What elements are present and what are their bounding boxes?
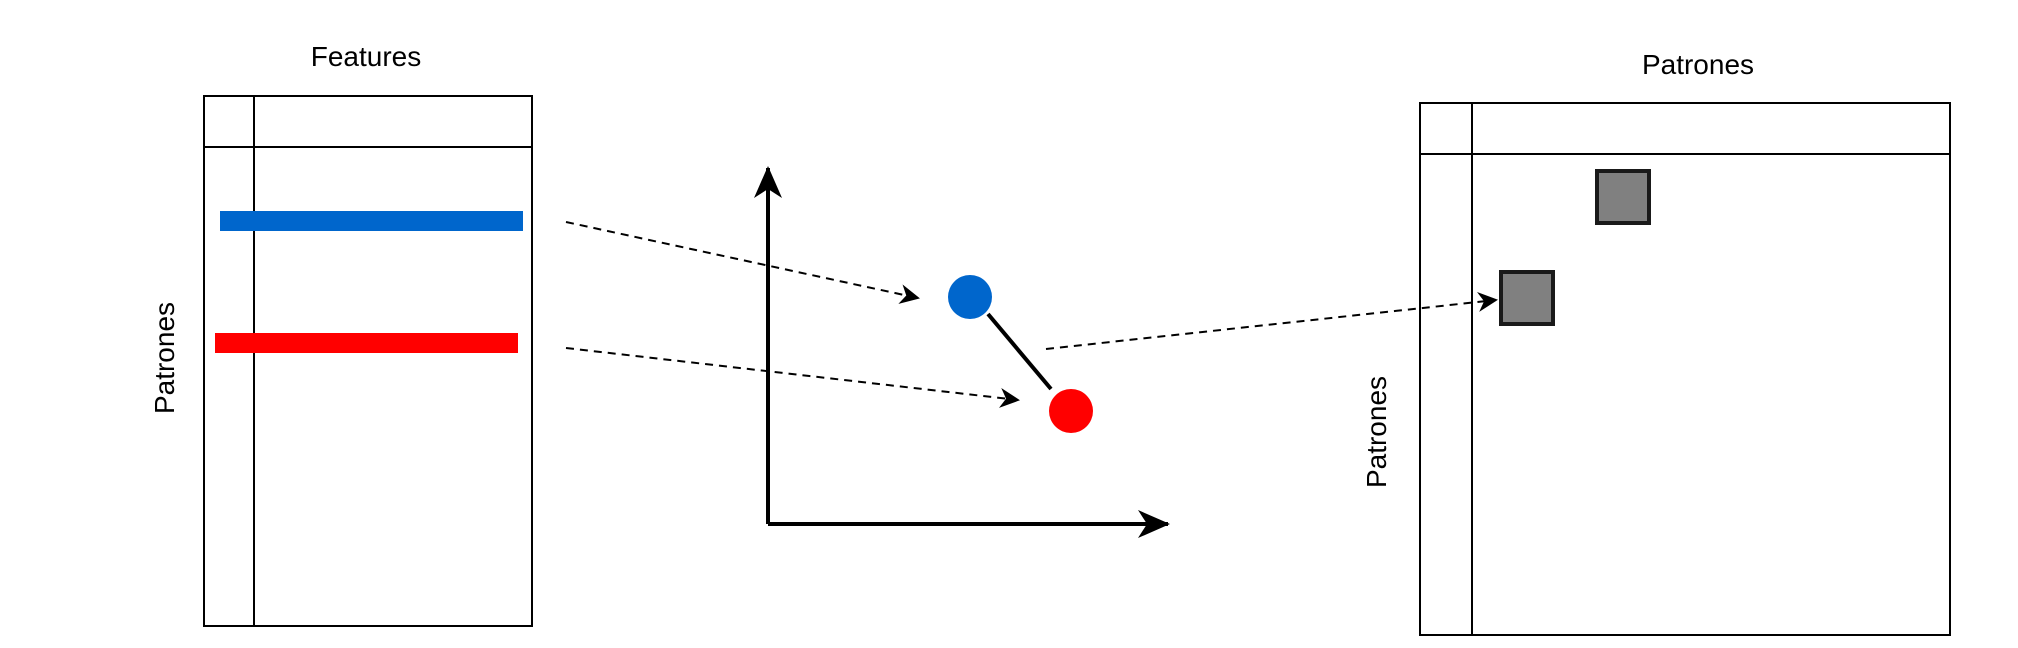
left-matrix-frame bbox=[203, 95, 533, 627]
left-matrix-column-label: Features bbox=[311, 41, 422, 72]
blue-mapping-arrow bbox=[565, 221, 920, 304]
right-matrix-column-label: Patrones bbox=[1642, 49, 1754, 80]
right-matrix-row-label: Patrones bbox=[1361, 376, 1392, 488]
left-matrix-row-label: Patrones bbox=[149, 302, 180, 414]
red-point bbox=[1049, 389, 1093, 433]
right-matrix-frame bbox=[1419, 102, 1951, 636]
scatter-plot bbox=[754, 166, 1170, 538]
distance-cell-lower bbox=[1499, 270, 1555, 326]
distance-line bbox=[986, 312, 1053, 391]
left-matrix: Features Patrones bbox=[149, 41, 533, 627]
distance-cell-upper bbox=[1595, 169, 1651, 225]
blue-row-highlight bbox=[220, 211, 523, 231]
right-matrix: Patrones Patrones bbox=[1361, 49, 1951, 636]
distance-mapping-arrow bbox=[1045, 292, 1498, 350]
red-row-highlight bbox=[215, 333, 518, 353]
red-mapping-arrow bbox=[565, 347, 1020, 408]
blue-point bbox=[948, 275, 992, 319]
